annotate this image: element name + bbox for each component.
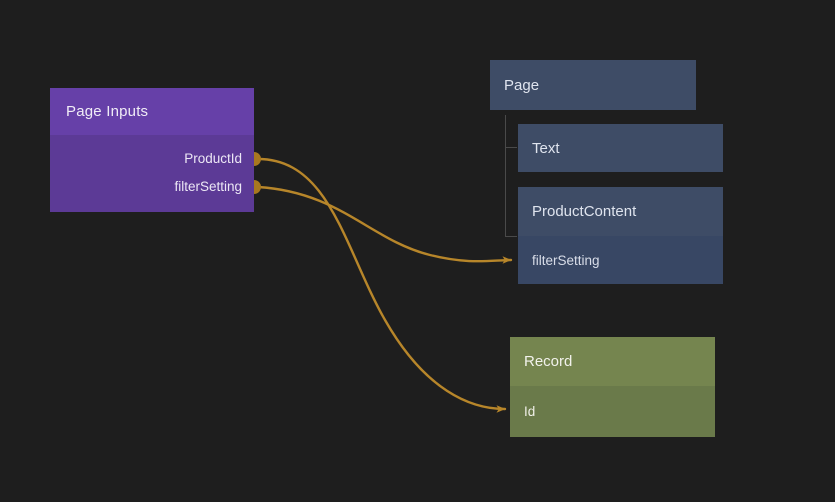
tree-branch-product-content (505, 236, 517, 237)
edge-productid-to-record-id (256, 157, 507, 413)
output-label-productid: ProductId (184, 150, 242, 166)
input-row-id[interactable]: Id (510, 386, 715, 437)
node-page[interactable]: Page (490, 60, 696, 110)
node-product-content-header[interactable]: ProductContent (518, 187, 723, 236)
node-page-inputs-header[interactable]: Page Inputs (50, 88, 254, 135)
node-page-inputs-body: ProductId filterSetting (50, 135, 254, 212)
node-record-title: Record (524, 353, 573, 370)
output-row-filtersetting[interactable]: filterSetting (50, 172, 254, 200)
node-page-inputs[interactable]: Page Inputs ProductId filterSetting (50, 88, 254, 212)
input-label-filtersetting: filterSetting (532, 252, 600, 268)
input-row-filtersetting[interactable]: filterSetting (518, 236, 723, 284)
node-page-title: Page (504, 76, 540, 94)
output-row-productid[interactable]: ProductId (50, 144, 254, 172)
output-label-filtersetting: filterSetting (174, 178, 242, 194)
node-text[interactable]: Text (518, 124, 723, 172)
node-page-header[interactable]: Page (490, 60, 696, 110)
node-product-content[interactable]: ProductContent filterSetting (518, 187, 723, 284)
node-product-content-title: ProductContent (532, 203, 637, 220)
node-record-header[interactable]: Record (510, 337, 715, 386)
node-text-header[interactable]: Text (518, 124, 723, 172)
node-record-body: Id (510, 386, 715, 437)
node-text-title: Text (532, 139, 560, 157)
node-record[interactable]: Record Id (510, 337, 715, 437)
node-product-content-body: filterSetting (518, 236, 723, 284)
node-page-inputs-title: Page Inputs (66, 103, 149, 120)
edge-filtersetting-to-productcontent (256, 185, 513, 264)
input-label-id: Id (524, 404, 536, 419)
tree-branch-text (505, 147, 517, 148)
tree-vertical-line (505, 115, 506, 237)
